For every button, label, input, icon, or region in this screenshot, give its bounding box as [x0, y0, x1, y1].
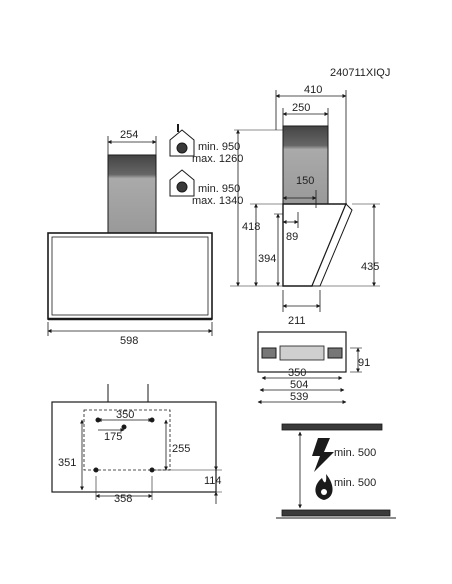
- electric-clearance-label: min. 500: [334, 447, 376, 459]
- total-depth-label: 410: [304, 84, 322, 96]
- mount-358-label: 358: [114, 493, 132, 505]
- chimney-width-label: 254: [120, 129, 138, 141]
- top-width-504: 504: [290, 379, 308, 391]
- body-width-label: 598: [120, 335, 138, 347]
- chimney: [107, 154, 157, 234]
- front-view: [47, 136, 213, 336]
- top-view: [257, 331, 362, 404]
- mount-114-label: 114: [204, 475, 222, 487]
- recirculation-max: max. 1340: [192, 195, 243, 207]
- extraction-max: max. 1260: [192, 153, 243, 165]
- recirculation-min: min. 950: [198, 183, 240, 195]
- outlet-diameter-label: 89: [286, 231, 298, 243]
- height-394-label: 394: [258, 253, 276, 265]
- hood-body: [47, 232, 213, 320]
- top-width-539: 539: [290, 391, 308, 403]
- mount-351-label: 351: [58, 457, 76, 469]
- height-418-label: 418: [242, 221, 260, 233]
- bottom-depth-label: 211: [288, 315, 306, 327]
- wall-mount-view: [51, 384, 222, 504]
- clearance-view: [276, 423, 396, 519]
- hood-glass: [51, 236, 209, 316]
- recirculation-house-icon: [169, 169, 195, 197]
- extraction-house-icon: [169, 124, 195, 157]
- top-width-350: 350: [288, 367, 306, 379]
- electric-icon: [312, 438, 334, 472]
- mount-175-label: 175: [104, 431, 122, 443]
- height-435-label: 435: [361, 261, 379, 273]
- outlet-offset-label: 150: [296, 175, 314, 187]
- gas-flame-icon: [315, 474, 333, 500]
- mount-255-label: 255: [172, 443, 190, 455]
- side-view: [230, 90, 380, 312]
- extraction-min: min. 950: [198, 141, 240, 153]
- mount-350-label: 350: [116, 409, 134, 421]
- chimney-depth-label: 250: [292, 102, 310, 114]
- drawing-code: 240711XIQJ: [330, 67, 390, 79]
- top-depth-91: 91: [358, 357, 370, 369]
- gas-clearance-label: min. 500: [334, 477, 376, 489]
